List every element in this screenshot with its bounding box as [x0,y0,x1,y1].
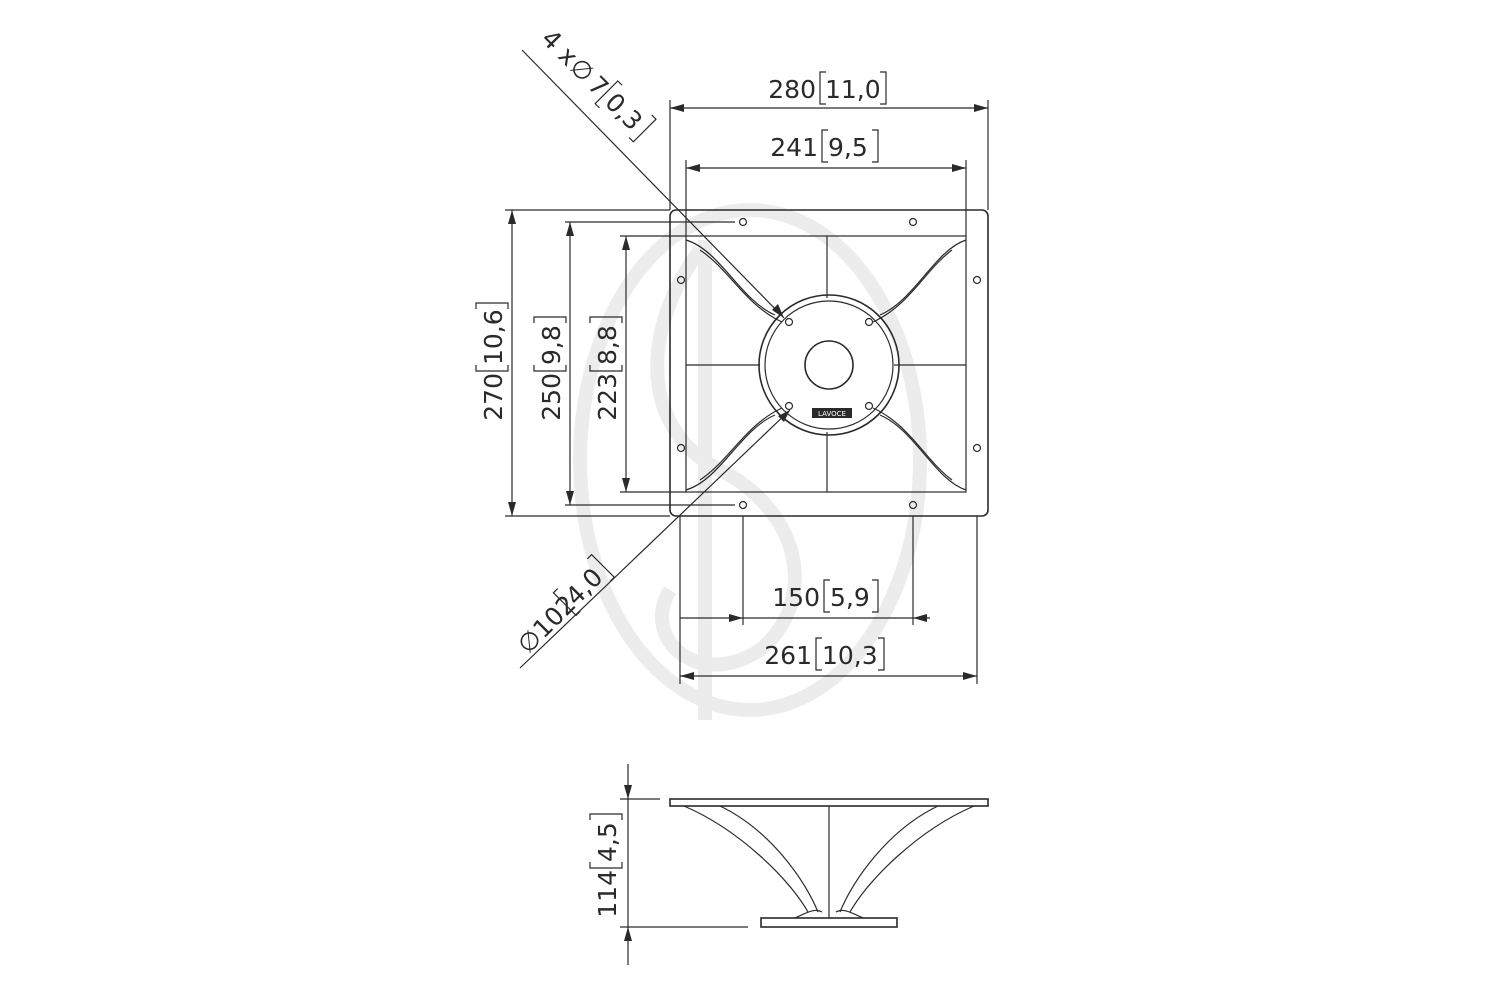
svg-text:150: 150 [772,583,820,612]
throat-bolt-hole [784,401,794,411]
throat-flange [758,294,900,436]
svg-text:250: 250 [537,373,566,421]
dimensions-side: 114 4,5 [589,764,748,965]
dimension-height-holes-outer: 250 9,8 [533,316,567,421]
dimension-width-holes: 241 9,5 [770,129,879,163]
dimensions-top: 280 11,0 241 9,5 270 10,6 [475,24,989,684]
throat-bolt-hole [784,317,794,327]
side-view [669,798,989,928]
dimension-hole-spacing-bottom: 150 5,9 [772,579,879,613]
side-throat-flange [760,917,898,928]
top-view: LAVOCE [669,209,989,517]
svg-text:4,5: 4,5 [593,822,622,862]
dimension-width-bottom: 261 10,3 [764,637,885,671]
mouth-outline [685,235,967,493]
svg-text:10,6: 10,6 [479,309,508,365]
brand-badge-text: LAVOCE [818,410,846,418]
svg-text:223: 223 [593,373,622,421]
svg-text:0,3: 0,3 [599,87,648,136]
mount-holes [676,217,982,510]
svg-text:241: 241 [770,133,818,162]
dimension-side-height: 114 4,5 [589,813,623,918]
throat-opening [804,340,854,390]
brand-badge [812,408,852,418]
svg-text:280: 280 [768,75,816,104]
flange-outline [669,209,989,517]
svg-text:114: 114 [593,870,622,918]
dimension-width-outer: 280 11,0 [768,71,887,105]
svg-text:11,0: 11,0 [825,75,881,104]
svg-text:9,8: 9,8 [537,325,566,365]
svg-text:9,5: 9,5 [828,133,868,162]
dimension-height-holes-inner: 223 8,8 [589,316,623,421]
side-flange [669,798,989,807]
svg-text:10,3: 10,3 [822,641,878,670]
svg-text:5,9: 5,9 [830,583,870,612]
svg-text:270: 270 [479,373,508,421]
dimension-height-outer: 270 10,6 [475,302,509,421]
svg-text:8,8: 8,8 [593,325,622,365]
throat-bolt-hole [864,401,874,411]
throat-bolt-hole [864,317,874,327]
svg-text:261: 261 [764,641,812,670]
